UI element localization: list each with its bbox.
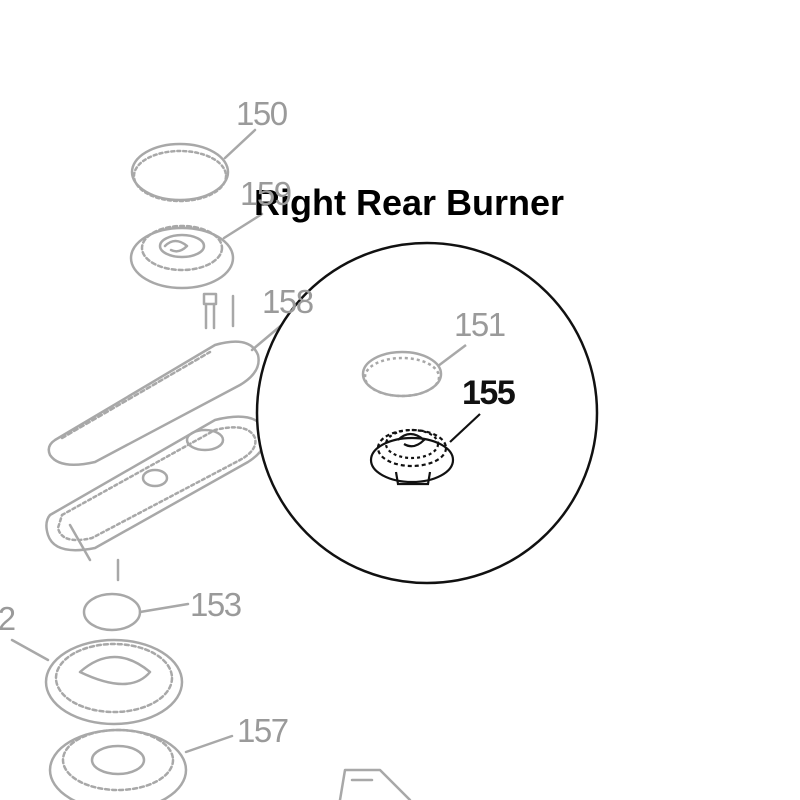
part-159-burner-head [129,212,264,290]
callout-150: 150 [236,95,288,132]
part-screw [202,292,235,330]
zoom-circle [255,241,599,585]
callout-157: 157 [237,712,289,749]
part-152-ring [10,638,184,726]
part-151-cap [361,344,467,398]
callout-155: 155 [462,374,516,412]
part-153-cap [82,592,190,632]
callout-153: 153 [190,586,242,623]
callout-159: 159 [240,175,292,212]
part-157-burner [48,728,234,800]
part-158-tray [45,316,292,582]
callout-151: 151 [454,306,506,343]
callout-158: 158 [262,283,314,320]
part-bracket-fragment [338,768,412,800]
part-155-burner-head [369,413,481,486]
part-150-cap [130,128,257,203]
diagram-title: Right Rear Burner [254,182,565,223]
callout-152: 152 [0,600,16,637]
